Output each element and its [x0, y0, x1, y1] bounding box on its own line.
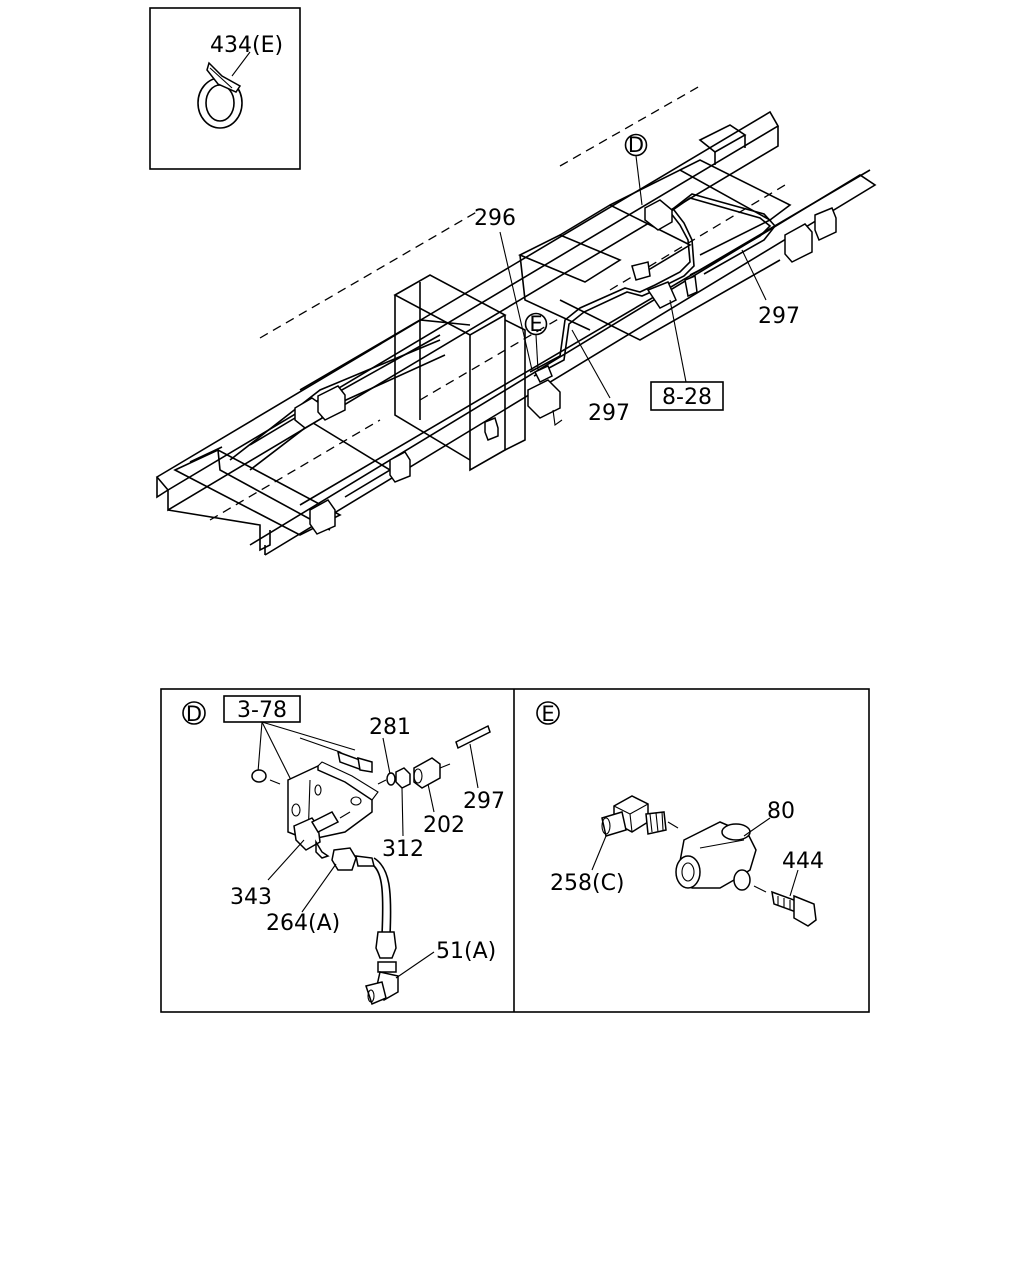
leader-297-lower — [571, 329, 611, 399]
detail-panels — [160, 688, 870, 1013]
leader-e — [535, 334, 539, 371]
label-297-lower: 297 — [588, 401, 630, 426]
leader-3-78-b — [261, 721, 293, 783]
clip-inset: 434(E) — [149, 7, 301, 170]
leader-444 — [789, 869, 799, 897]
main-callouts: D E 296 297 297 8-28 — [474, 133, 800, 426]
leader-297-d — [469, 743, 479, 789]
brake-pipe-routing — [529, 193, 777, 384]
label-258c: 258(C) — [550, 871, 625, 896]
label-434e: 434(E) — [210, 33, 283, 58]
leader-281 — [382, 737, 391, 775]
bolt-444-drawing — [753, 885, 817, 927]
label-297-upper: 297 — [758, 304, 800, 329]
detail-d-marker: D — [628, 133, 644, 157]
leader-264 — [301, 863, 337, 913]
ref-8-28-box — [650, 381, 724, 411]
chassis-frame-drawing — [155, 85, 877, 556]
clip-inset-frame — [149, 7, 301, 170]
leader-296 — [499, 231, 533, 371]
panel-d-marker-circle — [182, 701, 206, 725]
tee-80-drawing — [675, 821, 757, 891]
panel-d: D 3-78 281 — [182, 695, 505, 1006]
label-51a: 51(A) — [436, 939, 496, 964]
panel-e-marker-circle — [536, 701, 560, 725]
fitting-281-312-202 — [377, 724, 491, 789]
hose-assembly-drawing — [293, 811, 399, 1006]
elbow-258-drawing — [601, 795, 679, 837]
label-296: 296 — [474, 206, 516, 231]
leader-80 — [743, 817, 771, 837]
label-297-d: 297 — [463, 789, 505, 814]
leader-202 — [427, 783, 435, 813]
band-clip-drawing — [197, 61, 243, 129]
leader-343 — [267, 839, 305, 881]
label-444: 444 — [782, 849, 824, 874]
panel-e-marker: E — [541, 702, 554, 726]
leader-d — [635, 155, 643, 206]
detail-e-marker-circle — [524, 312, 548, 336]
leader-8-28 — [669, 299, 687, 383]
leader-434 — [231, 51, 251, 77]
label-80: 80 — [767, 799, 795, 824]
label-281: 281 — [369, 715, 411, 740]
leader-3-78-c — [261, 721, 356, 751]
label-ref-8-28: 8-28 — [662, 385, 712, 410]
label-202: 202 — [423, 813, 465, 838]
panel-e: E 258(C) 80 — [536, 701, 824, 927]
leader-3-78-a — [257, 721, 263, 773]
panel-d-marker: D — [186, 702, 202, 726]
detail-e-marker: E — [529, 312, 542, 336]
detail-panels-frame — [160, 688, 870, 1013]
leader-51 — [395, 951, 435, 979]
label-264a: 264(A) — [266, 911, 340, 936]
leader-258 — [591, 835, 607, 871]
label-343: 343 — [230, 885, 272, 910]
leader-312 — [401, 787, 404, 837]
label-312: 312 — [382, 837, 424, 862]
detail-d-marker-circle — [624, 133, 648, 157]
label-ref-3-78: 3-78 — [237, 698, 287, 723]
leader-297-upper — [741, 249, 767, 301]
